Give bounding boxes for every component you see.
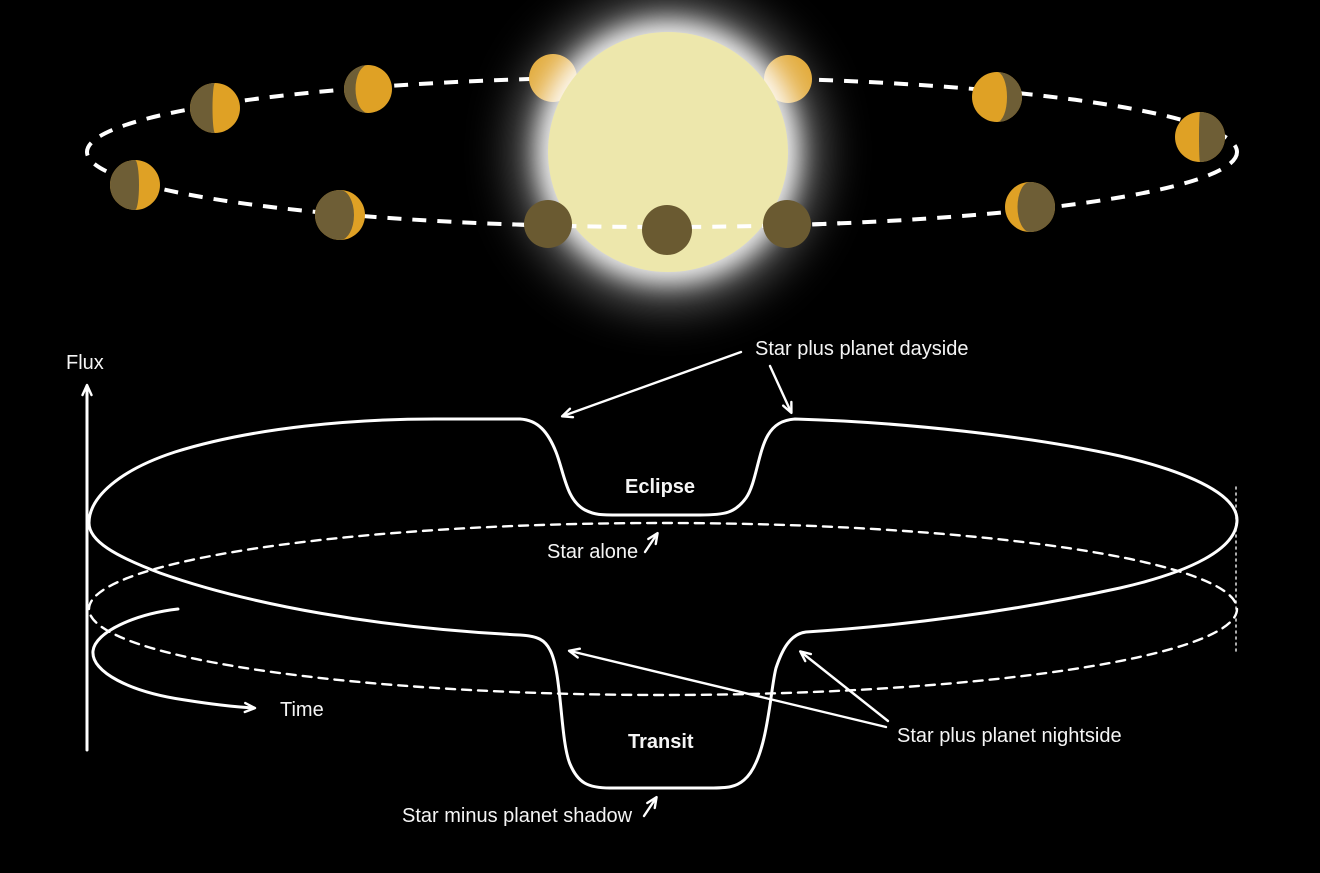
planet <box>110 160 160 210</box>
light-curve-loop <box>87 417 1239 790</box>
planet <box>1005 182 1055 232</box>
planets-back-row <box>190 54 1225 162</box>
eclipse-label: Eclipse <box>625 476 695 498</box>
planet-night-side <box>315 190 354 240</box>
nightside-arrow-right <box>799 650 890 723</box>
planet-night-side <box>997 72 1022 122</box>
planet <box>972 72 1022 122</box>
planet <box>344 65 392 113</box>
planet-night-side <box>344 65 368 113</box>
light-curve-diagram: Flux Time Star plus planet dayside Eclip… <box>66 338 1239 827</box>
time-arrow <box>91 607 257 714</box>
planet <box>315 190 365 240</box>
transit-label: Transit <box>628 731 694 753</box>
planets-front-row <box>110 160 1055 255</box>
star-alone-dashed-ellipse <box>87 521 1239 697</box>
dayside-label: Star plus planet dayside <box>755 338 968 360</box>
shadow-arrow <box>642 795 658 818</box>
planet <box>763 200 811 248</box>
shadow-label: Star minus planet shadow <box>402 805 633 827</box>
planet-night-side <box>1017 182 1055 232</box>
flux-axis-label: Flux <box>66 352 104 374</box>
star <box>548 32 788 272</box>
planet <box>190 83 240 133</box>
star-alone-label: Star alone <box>547 541 638 563</box>
dayside-arrow-left <box>560 350 743 419</box>
nightside-arrow-left <box>567 647 888 729</box>
planet <box>642 205 692 255</box>
time-axis-label: Time <box>280 699 324 721</box>
orbit-dashed-ellipse <box>85 75 1239 229</box>
nightside-label: Star plus planet nightside <box>897 725 1122 747</box>
planet-night-side <box>190 83 215 133</box>
star-alone-arrow <box>643 531 659 554</box>
planet-night-side <box>1199 112 1225 162</box>
dayside-arrow-right <box>768 364 793 415</box>
planet <box>524 200 572 248</box>
orbit-diagram <box>85 4 1239 300</box>
planet <box>1175 112 1225 162</box>
planet-night-side <box>110 160 139 210</box>
